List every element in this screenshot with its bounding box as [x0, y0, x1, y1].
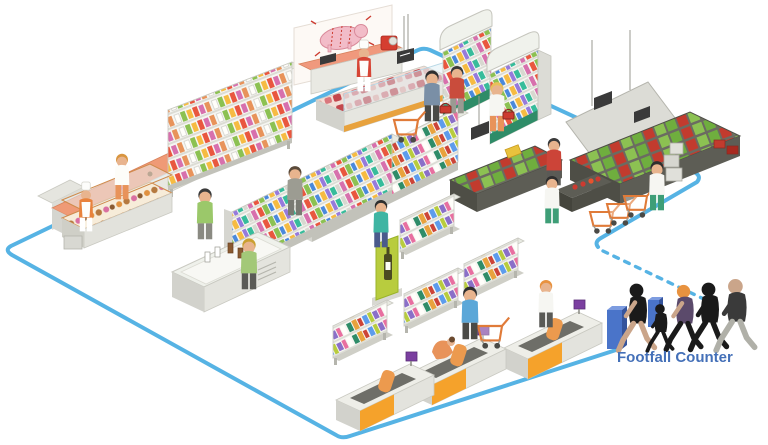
produce-island-left — [448, 144, 564, 212]
butcher-back-counter — [297, 35, 404, 95]
store-perimeter-line — [5, 46, 701, 440]
produce-staff-left — [544, 175, 560, 224]
checkout-1 — [335, 351, 435, 432]
cashier — [538, 279, 554, 328]
meat-slicer — [380, 35, 398, 51]
hanging-sign-butcher — [397, 14, 414, 64]
dairy-cooler — [439, 9, 552, 145]
entrance-dashed-path — [601, 249, 710, 303]
walking-people — [619, 279, 755, 351]
shoppers-and-staff — [78, 39, 665, 360]
checkout-customer — [461, 286, 479, 340]
bagging-customer — [432, 336, 455, 360]
walker-large-man — [716, 279, 754, 350]
chest-freezer — [170, 231, 292, 313]
crate-stack — [663, 142, 684, 182]
pig-cuts-poster — [310, 15, 375, 57]
aisle-shopper-teal — [373, 199, 389, 248]
produce-staff-right — [649, 161, 665, 211]
wall-shelf-dairy — [167, 61, 301, 197]
meat-counter-customer — [423, 70, 441, 122]
footfall-counter-label: Footfall Counter — [617, 349, 733, 366]
wine-display-sign — [372, 235, 402, 306]
tomato-table — [556, 174, 612, 212]
shopper-green-jacket — [196, 188, 214, 240]
